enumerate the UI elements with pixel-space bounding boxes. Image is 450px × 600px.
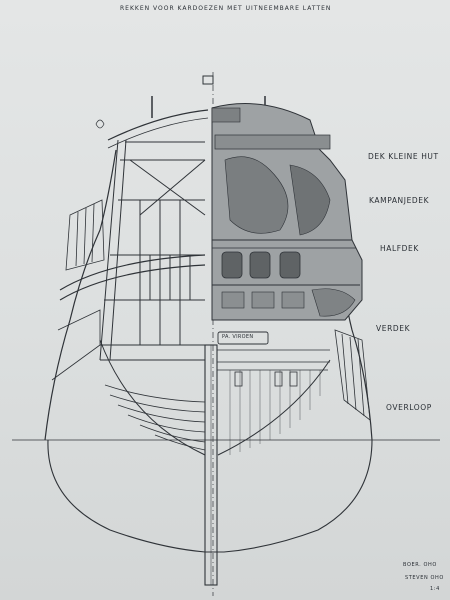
stern-name-board (217, 331, 269, 345)
deck-label-kampanjedek: KAMPANJEDEK (369, 196, 430, 205)
frame-timbers-left (59, 139, 206, 361)
signature-scale: 1:4 (430, 586, 440, 592)
stern-name-text: PA. VIROEN (222, 334, 254, 340)
ornate-carving-right (211, 103, 363, 321)
deck-label-kleine-hut: DEK KLEINE HUT (368, 152, 439, 161)
underwater-hull (47, 439, 373, 553)
transom-planking-left (104, 384, 206, 451)
hull-outline-left (44, 149, 117, 441)
signature-line-1: BOER. OHO (403, 562, 437, 568)
deck-label-overloop: OVERLOOP (386, 403, 432, 412)
lantern-ornament (95, 119, 105, 129)
taffrail (107, 109, 209, 141)
deck-label-halfdek: HALFDEK (380, 244, 419, 253)
side-gallery-left (51, 199, 105, 381)
transom-rails-right (217, 349, 330, 387)
signature-line-2: STEVEN OHO (405, 575, 444, 581)
drawing-title: REKKEN VOOR KARDOEZEN MET UITNEEMBARE LA… (120, 5, 332, 12)
rudder-head (202, 75, 214, 85)
side-gallery-right (334, 329, 371, 421)
deck-label-verdek: VERDEK (376, 324, 411, 333)
